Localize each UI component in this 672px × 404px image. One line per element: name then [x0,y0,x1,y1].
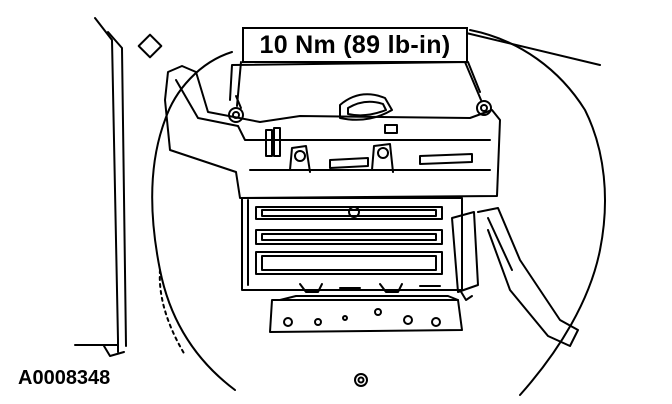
wiring-harness [451,207,579,347]
figure-id: A0008348 [18,367,111,389]
plug-icon [354,373,368,387]
electronic-module [241,197,463,293]
torque-specification-label: 10 Nm (89 lb-in) [242,27,468,63]
mounting-bracket [164,61,501,199]
wheel-well-outline [151,29,606,396]
bolt-icon [476,100,492,116]
body-pillar [74,17,163,357]
lower-plate [269,295,463,333]
torque-leader-lines [235,61,482,109]
bolt-icon [228,107,244,123]
